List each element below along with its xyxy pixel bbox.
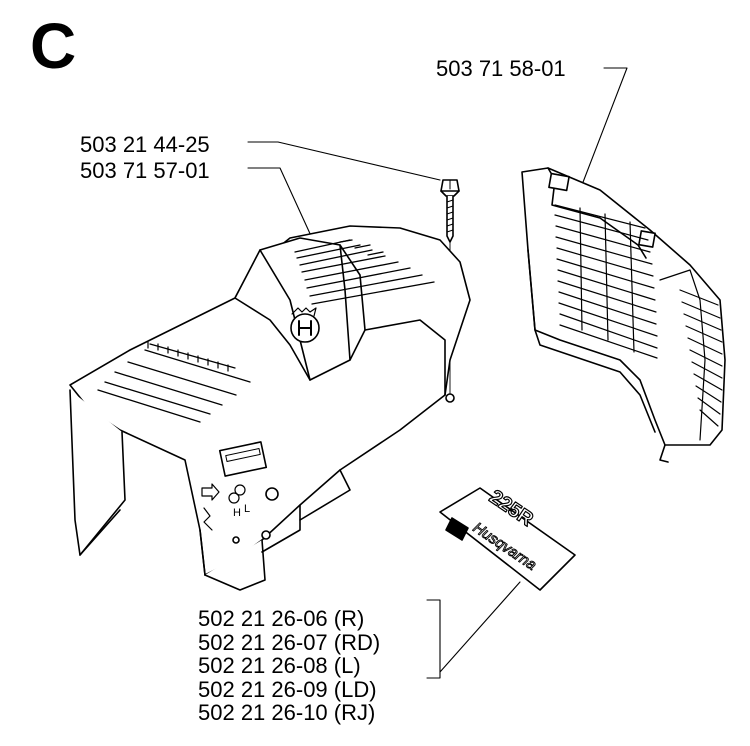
grille-part-number: 503 71 58-01 [436, 56, 566, 81]
cover-leader [247, 167, 313, 239]
decal-leader-diagonal [439, 581, 521, 673]
decal-part-number: 502 21 26-07 (RD) [198, 629, 381, 655]
decal-part-list: 502 21 26-06 (R) 502 21 26-07 (RD) 502 2… [198, 608, 380, 726]
screw-drawing [440, 179, 460, 243]
grille-louvres [554, 204, 658, 359]
cover-part-number: 503 71 57-01 [80, 158, 210, 183]
cover-vent-slats-left [97, 343, 251, 423]
section-letter: C [30, 10, 77, 82]
cover-vent-slats-right [294, 239, 435, 305]
grille-leader [579, 67, 628, 191]
screw-part-number: 503 21 44-25 [80, 132, 210, 157]
screw-leader [247, 141, 441, 181]
choke-l-mark: L [244, 503, 250, 515]
air-intake-grille-drawing [521, 167, 726, 463]
start-symbol-icon [203, 507, 213, 531]
grille-side-louvres [659, 269, 723, 441]
model-decal-drawing: 225R Husqvarna [439, 485, 576, 591]
decal-part-number: 502 21 26-09 (LD) [198, 676, 377, 702]
cylinder-cover-drawing [69, 225, 471, 591]
arrow-symbol-icon [201, 483, 220, 501]
decal-part-number: 502 21 26-10 (RJ) [198, 700, 376, 725]
husqvarna-logo-icon [290, 307, 320, 343]
decal-part-number: 502 21 26-06 (R) [198, 606, 365, 631]
choke-symbol-icon [228, 492, 240, 504]
choke-h-mark: H [233, 507, 241, 519]
decal-part-number: 502 21 26-08 (L) [198, 653, 361, 678]
decal-leader [426, 599, 441, 679]
